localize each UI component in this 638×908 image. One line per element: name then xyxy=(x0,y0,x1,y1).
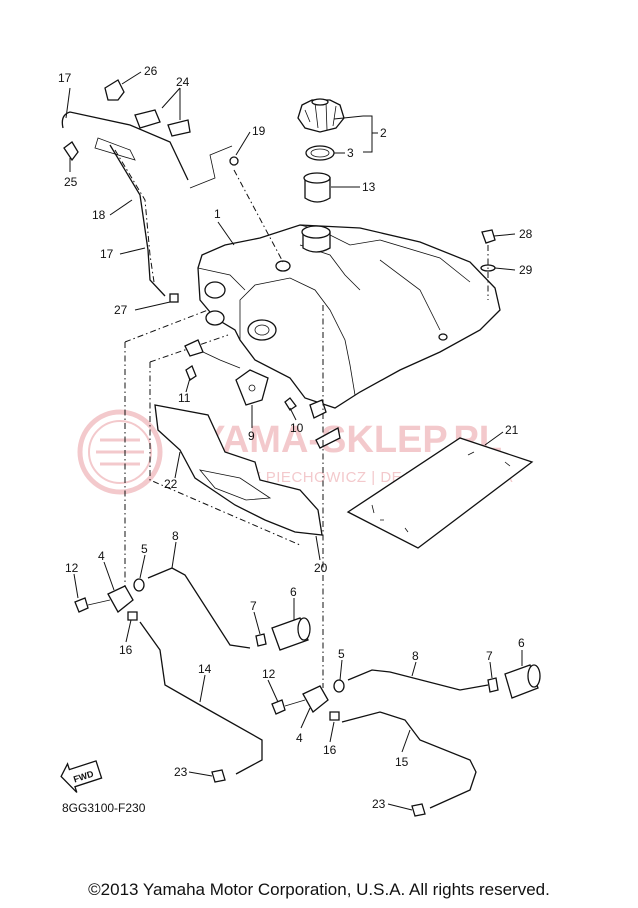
callout-2: 2 xyxy=(380,126,387,140)
callout-28: 28 xyxy=(519,227,533,241)
part-23-clamp xyxy=(211,769,226,783)
callout-8b: 8 xyxy=(412,649,419,663)
callout-6b: 6 xyxy=(518,636,525,650)
part-8-hose xyxy=(147,567,251,649)
part-14-hose xyxy=(139,621,263,775)
diagram-code: 8GG3100-F230 xyxy=(62,801,146,815)
callout-9: 9 xyxy=(248,429,255,443)
part-22-panel xyxy=(154,404,323,536)
part-6b-fuel-filter xyxy=(504,664,541,699)
part-5b-washer xyxy=(333,679,345,693)
part-1-fuel-tank xyxy=(197,224,501,409)
callout-26: 26 xyxy=(144,64,158,78)
callout-25: 25 xyxy=(64,175,78,189)
callout-19: 19 xyxy=(252,124,266,138)
callout-16: 16 xyxy=(119,643,133,657)
callout-12b: 12 xyxy=(262,667,276,681)
fuel-line-left xyxy=(74,342,311,783)
callout-13: 13 xyxy=(362,180,376,194)
callout-24: 24 xyxy=(176,75,190,89)
callout-23b: 23 xyxy=(372,797,386,811)
part-23b-clamp xyxy=(411,803,426,817)
part-7b-clamp xyxy=(487,677,499,693)
part-10-sender xyxy=(284,397,297,411)
callout-5b: 5 xyxy=(338,647,345,661)
part-4b-petcock xyxy=(302,685,329,713)
callouts: 1 2 3 4 4 5 5 6 6 7 7 8 8 9 10 11 12 12 … xyxy=(58,64,533,811)
part-3-gasket xyxy=(305,145,335,161)
part-16-clamp xyxy=(127,611,138,621)
part-26-clip xyxy=(104,79,125,101)
part-15-hose xyxy=(341,711,477,809)
leader-lines xyxy=(65,71,523,811)
part-7-clamp xyxy=(255,633,267,647)
part-24-valves xyxy=(134,109,191,137)
part-18-tube xyxy=(94,137,136,161)
part-12-bolt xyxy=(74,597,89,613)
part-6-fuel-filter xyxy=(271,617,311,651)
callout-7: 7 xyxy=(250,599,257,613)
part-8b-hose xyxy=(347,669,489,691)
part-5-washer xyxy=(133,578,145,592)
callout-29: 29 xyxy=(519,263,533,277)
callout-4b: 4 xyxy=(296,731,303,745)
part-13-filler-tube xyxy=(303,172,331,203)
callout-14: 14 xyxy=(198,662,212,676)
callout-4: 4 xyxy=(98,549,105,563)
callout-23: 23 xyxy=(174,765,188,779)
callout-3: 3 xyxy=(347,146,354,160)
callout-6: 6 xyxy=(290,585,297,599)
part-2-fuel-cap xyxy=(297,98,345,133)
callout-10: 10 xyxy=(290,421,304,435)
callout-17b: 17 xyxy=(100,247,114,261)
callout-5: 5 xyxy=(141,542,148,556)
fwd-arrow-icon: FWD xyxy=(60,760,103,793)
callout-8: 8 xyxy=(172,529,179,543)
callout-18: 18 xyxy=(92,208,106,222)
fuel-line-right xyxy=(271,305,541,817)
callout-12: 12 xyxy=(65,561,79,575)
part-12b-bolt xyxy=(271,699,286,715)
callout-27: 27 xyxy=(114,303,128,317)
part-19-clip xyxy=(229,156,239,166)
callout-1: 1 xyxy=(214,207,221,221)
callout-21: 21 xyxy=(505,423,519,437)
callout-16b: 16 xyxy=(323,743,337,757)
part-4-petcock xyxy=(107,585,134,613)
callout-20: 20 xyxy=(314,561,328,575)
part-21-mat xyxy=(346,437,534,549)
part-17-breather-hose xyxy=(61,111,189,303)
part-9-bracket xyxy=(235,369,269,406)
part-11-screw xyxy=(185,365,197,381)
callout-17: 17 xyxy=(58,71,72,85)
callout-7b: 7 xyxy=(486,649,493,663)
callout-15: 15 xyxy=(395,755,409,769)
part-16b-clamp xyxy=(329,711,340,721)
callout-22: 22 xyxy=(164,477,178,491)
watermark-logo xyxy=(77,409,163,495)
callout-11: 11 xyxy=(178,391,191,405)
part-28-bolt xyxy=(481,229,496,244)
copyright-notice: ©2013 Yamaha Motor Corporation, U.S.A. A… xyxy=(88,880,550,899)
part-25-clip xyxy=(63,141,79,162)
